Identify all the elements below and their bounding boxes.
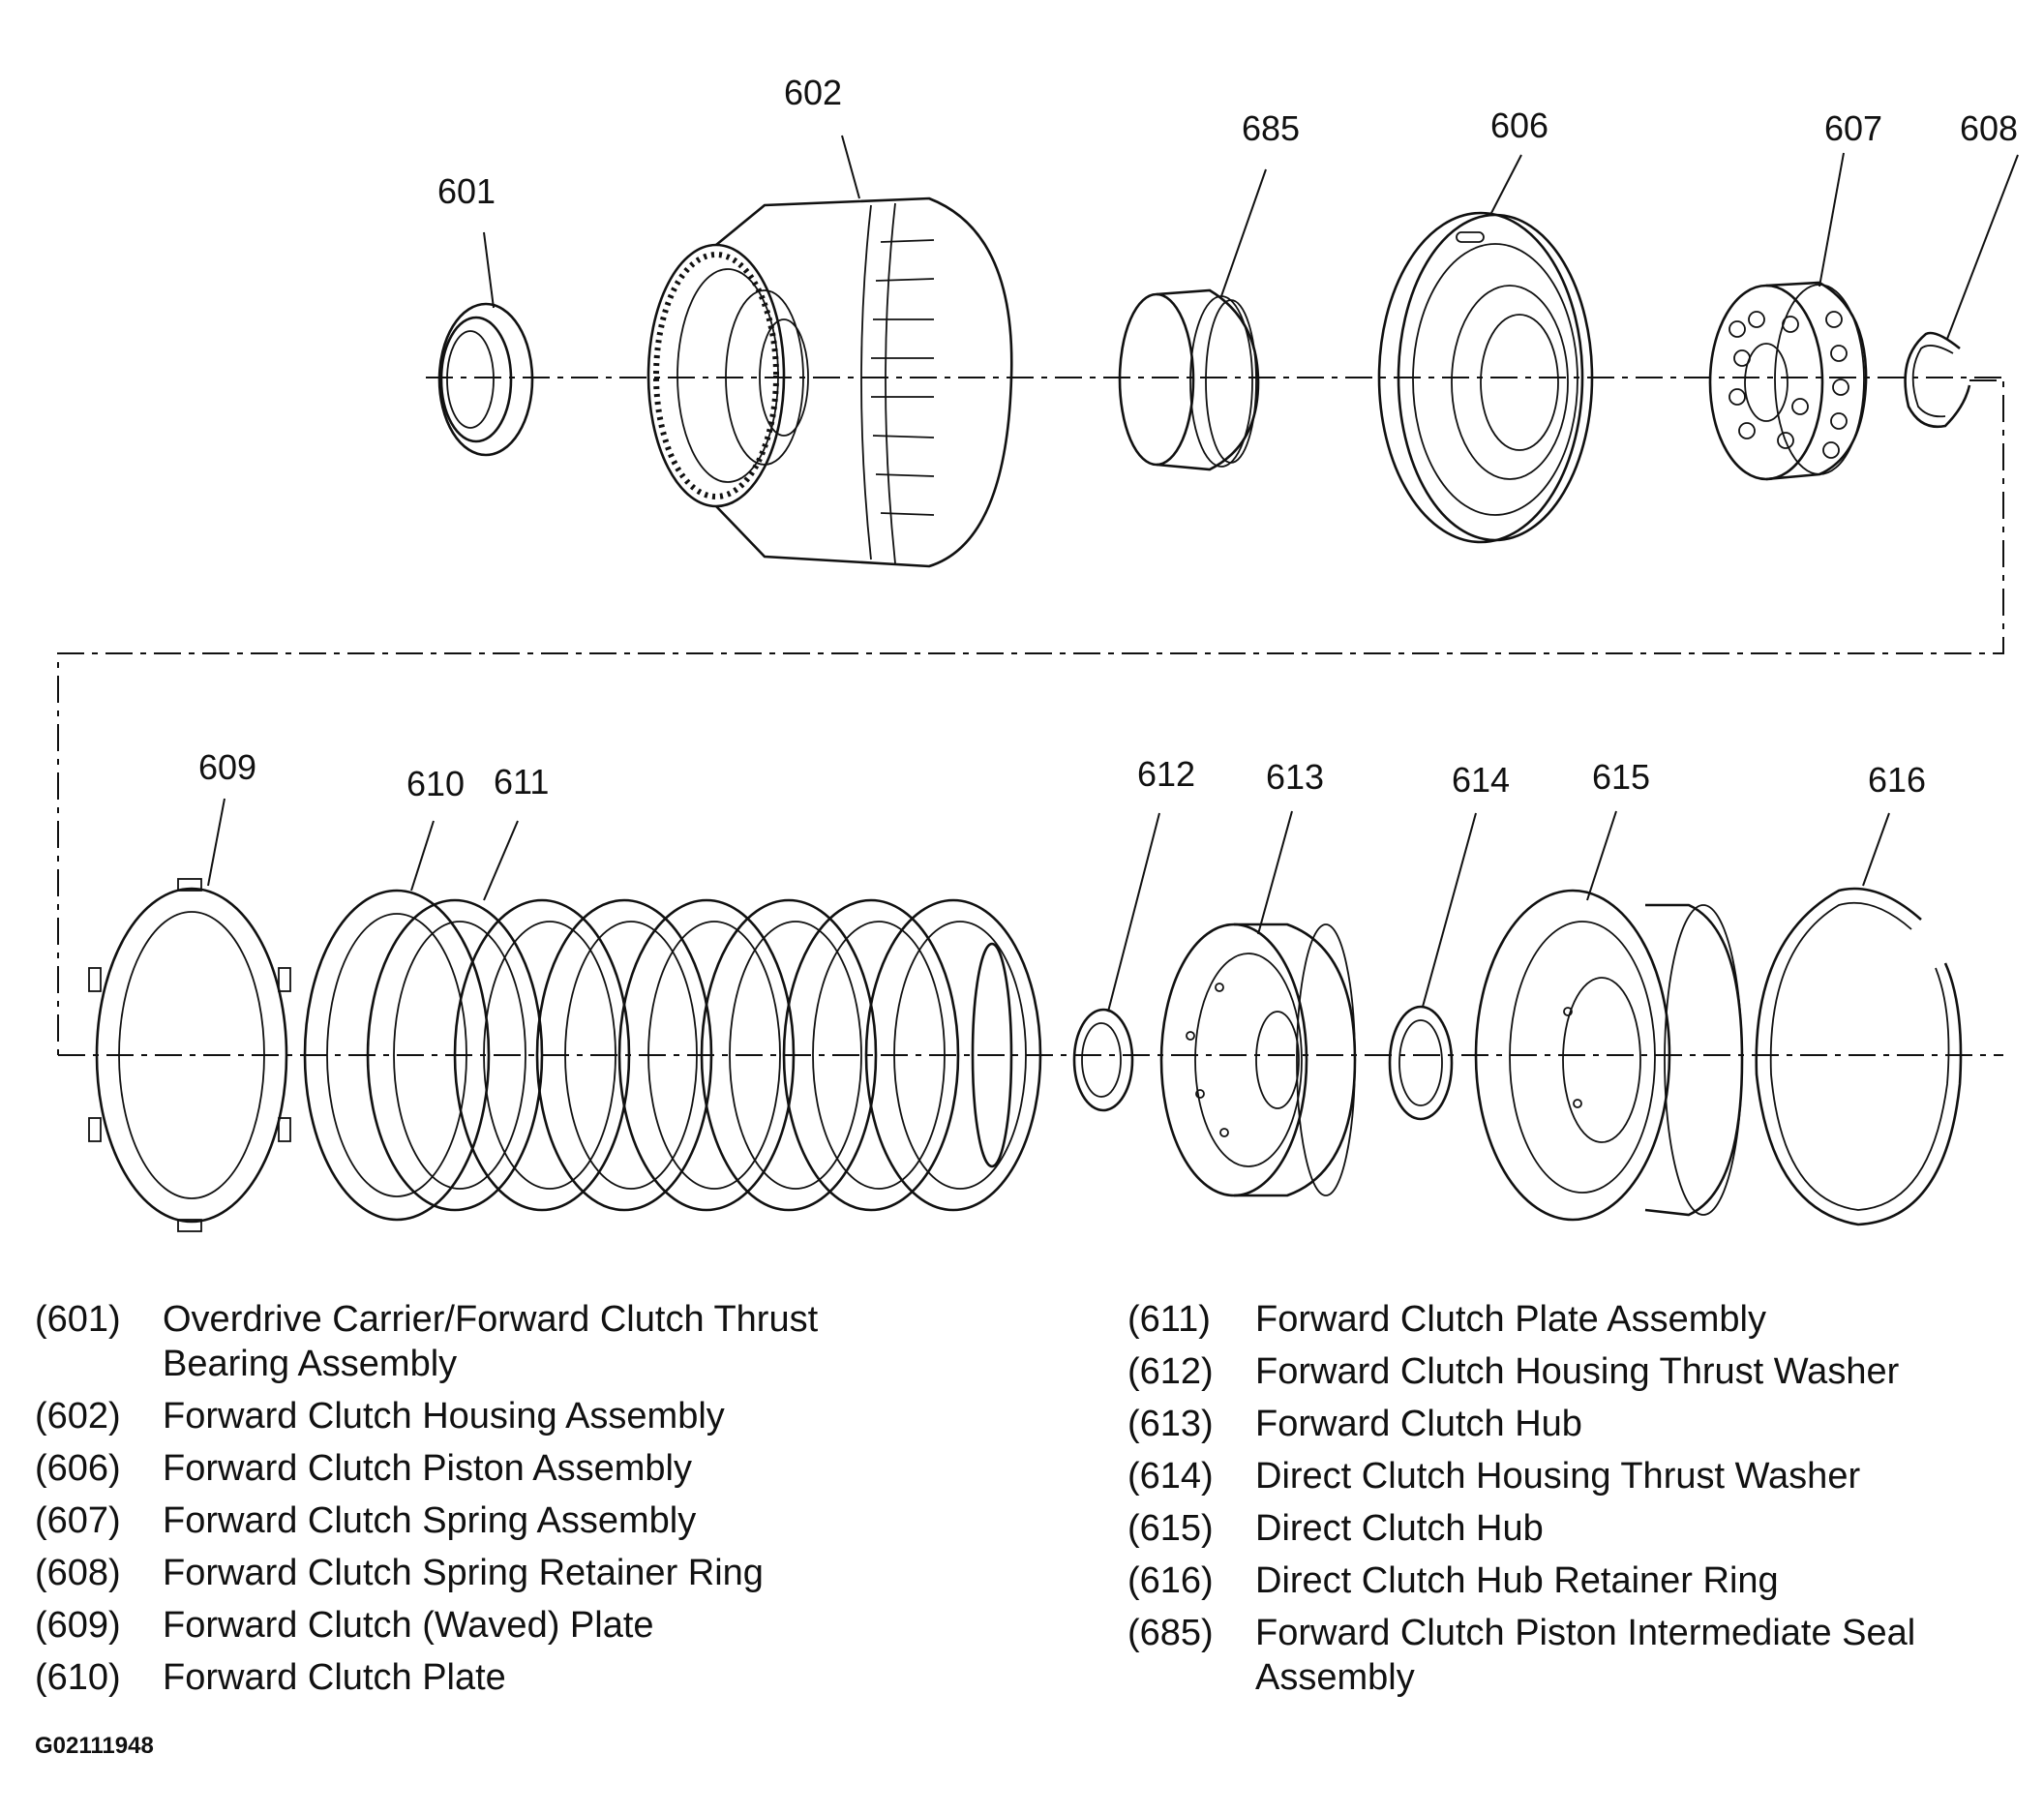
legend-number: (607) (35, 1500, 121, 1541)
legend-description: Forward Clutch Housing Thrust Washer (1255, 1351, 1900, 1392)
callout-612: 612 (1137, 754, 1195, 794)
legend-left-column: (601) Overdrive Carrier/Forward Clutch T… (35, 1297, 1080, 1708)
legend-description: Forward Clutch (Waved) Plate (163, 1605, 654, 1646)
legend-number: (611) (1127, 1299, 1211, 1340)
part-606-clutch-piston (1377, 211, 1594, 544)
legend-number: (602) (35, 1396, 121, 1437)
callout-602: 602 (784, 73, 842, 112)
legend-item: (606) Forward Clutch Piston Assembly (35, 1446, 1080, 1491)
legend-number: (608) (35, 1553, 121, 1593)
row-connector-line (57, 379, 2004, 1055)
callout-614: 614 (1452, 760, 1510, 800)
exploded-view-diagram: 601 602 685 606 607 608 609 610 611 612 … (57, 73, 2019, 1232)
legend-description: Forward Clutch Piston Intermediate Seal … (1255, 1613, 1916, 1698)
figure-code: G02111948 (35, 1733, 154, 1759)
legend-item: (611) Forward Clutch Plate Assembly (1127, 1297, 2018, 1342)
legend-description: Forward Clutch Spring Assembly (163, 1500, 697, 1541)
part-607-spring-assembly (1708, 281, 1868, 481)
legend-item: (610) Forward Clutch Plate (35, 1655, 1080, 1700)
legend-item: (614) Direct Clutch Housing Thrust Washe… (1127, 1454, 2018, 1498)
legend-number: (614) (1127, 1456, 1214, 1497)
callout-labels: 601 602 685 606 607 608 609 610 611 612 … (198, 73, 2018, 803)
legend-description: Direct Clutch Hub Retainer Ring (1255, 1560, 1779, 1601)
part-614-thrust-washer (1388, 1005, 1454, 1121)
part-612-thrust-washer (1072, 1008, 1134, 1112)
part-685-intermediate-seal (1118, 288, 1260, 471)
callout-611: 611 (494, 762, 549, 802)
legend-description: Forward Clutch Housing Assembly (163, 1396, 725, 1437)
part-601-thrust-bearing (437, 302, 534, 457)
legend-description: Forward Clutch Plate (163, 1657, 506, 1698)
part-610-611-plate-stack (303, 889, 1042, 1222)
legend-number: (609) (35, 1605, 121, 1646)
legend-item: (685) Forward Clutch Piston Intermediate… (1127, 1611, 2018, 1700)
callout-613: 613 (1266, 757, 1324, 797)
callout-610: 610 (406, 764, 465, 803)
legend-description: Direct Clutch Housing Thrust Washer (1255, 1456, 1861, 1497)
callout-607: 607 (1824, 108, 1882, 148)
part-609-waved-plate (88, 878, 291, 1232)
legend-item: (607) Forward Clutch Spring Assembly (35, 1498, 1080, 1543)
legend-number: (601) (35, 1299, 121, 1340)
part-608-retainer-ring (1904, 331, 1971, 429)
part-602-clutch-housing (646, 197, 1013, 568)
legend-description: Forward Clutch Piston Assembly (163, 1448, 692, 1489)
legend-number: (613) (1127, 1404, 1214, 1444)
callout-608: 608 (1960, 108, 2018, 148)
callout-606: 606 (1490, 106, 1548, 145)
leader-lines (207, 135, 2019, 1013)
legend-right-column: (611) Forward Clutch Plate Assembly (612… (1127, 1297, 2018, 1708)
part-616-retainer-ring (1755, 887, 1963, 1226)
legend-number: (612) (1127, 1351, 1214, 1392)
callout-616: 616 (1868, 760, 1926, 800)
callout-685: 685 (1242, 108, 1300, 148)
legend-number: (615) (1127, 1508, 1214, 1549)
legend-item: (615) Direct Clutch Hub (1127, 1506, 2018, 1551)
legend-description: Direct Clutch Hub (1255, 1508, 1544, 1549)
legend-number: (685) (1127, 1613, 1214, 1653)
legend-description: Overdrive Carrier/Forward Clutch Thrust … (163, 1299, 819, 1384)
legend-item: (613) Forward Clutch Hub (1127, 1402, 2018, 1446)
part-613-clutch-hub (1159, 923, 1357, 1197)
legend-item: (609) Forward Clutch (Waved) Plate (35, 1603, 1080, 1648)
legend-item: (616) Direct Clutch Hub Retainer Ring (1127, 1558, 2018, 1603)
legend-number: (606) (35, 1448, 121, 1489)
legend-number: (616) (1127, 1560, 1214, 1601)
legend-item: (612) Forward Clutch Housing Thrust Wash… (1127, 1349, 2018, 1394)
legend-item: (602) Forward Clutch Housing Assembly (35, 1394, 1080, 1438)
callout-601: 601 (437, 171, 496, 211)
legend-item: (601) Overdrive Carrier/Forward Clutch T… (35, 1297, 1080, 1386)
legend-description: Forward Clutch Plate Assembly (1255, 1299, 1766, 1340)
legend-number: (610) (35, 1657, 121, 1698)
legend-description: Forward Clutch Spring Retainer Ring (163, 1553, 764, 1593)
callout-615: 615 (1592, 757, 1650, 797)
callout-609: 609 (198, 747, 256, 787)
legend-description: Forward Clutch Hub (1255, 1404, 1582, 1444)
legend-item: (608) Forward Clutch Spring Retainer Rin… (35, 1551, 1080, 1595)
part-615-direct-clutch-hub (1474, 889, 1744, 1222)
